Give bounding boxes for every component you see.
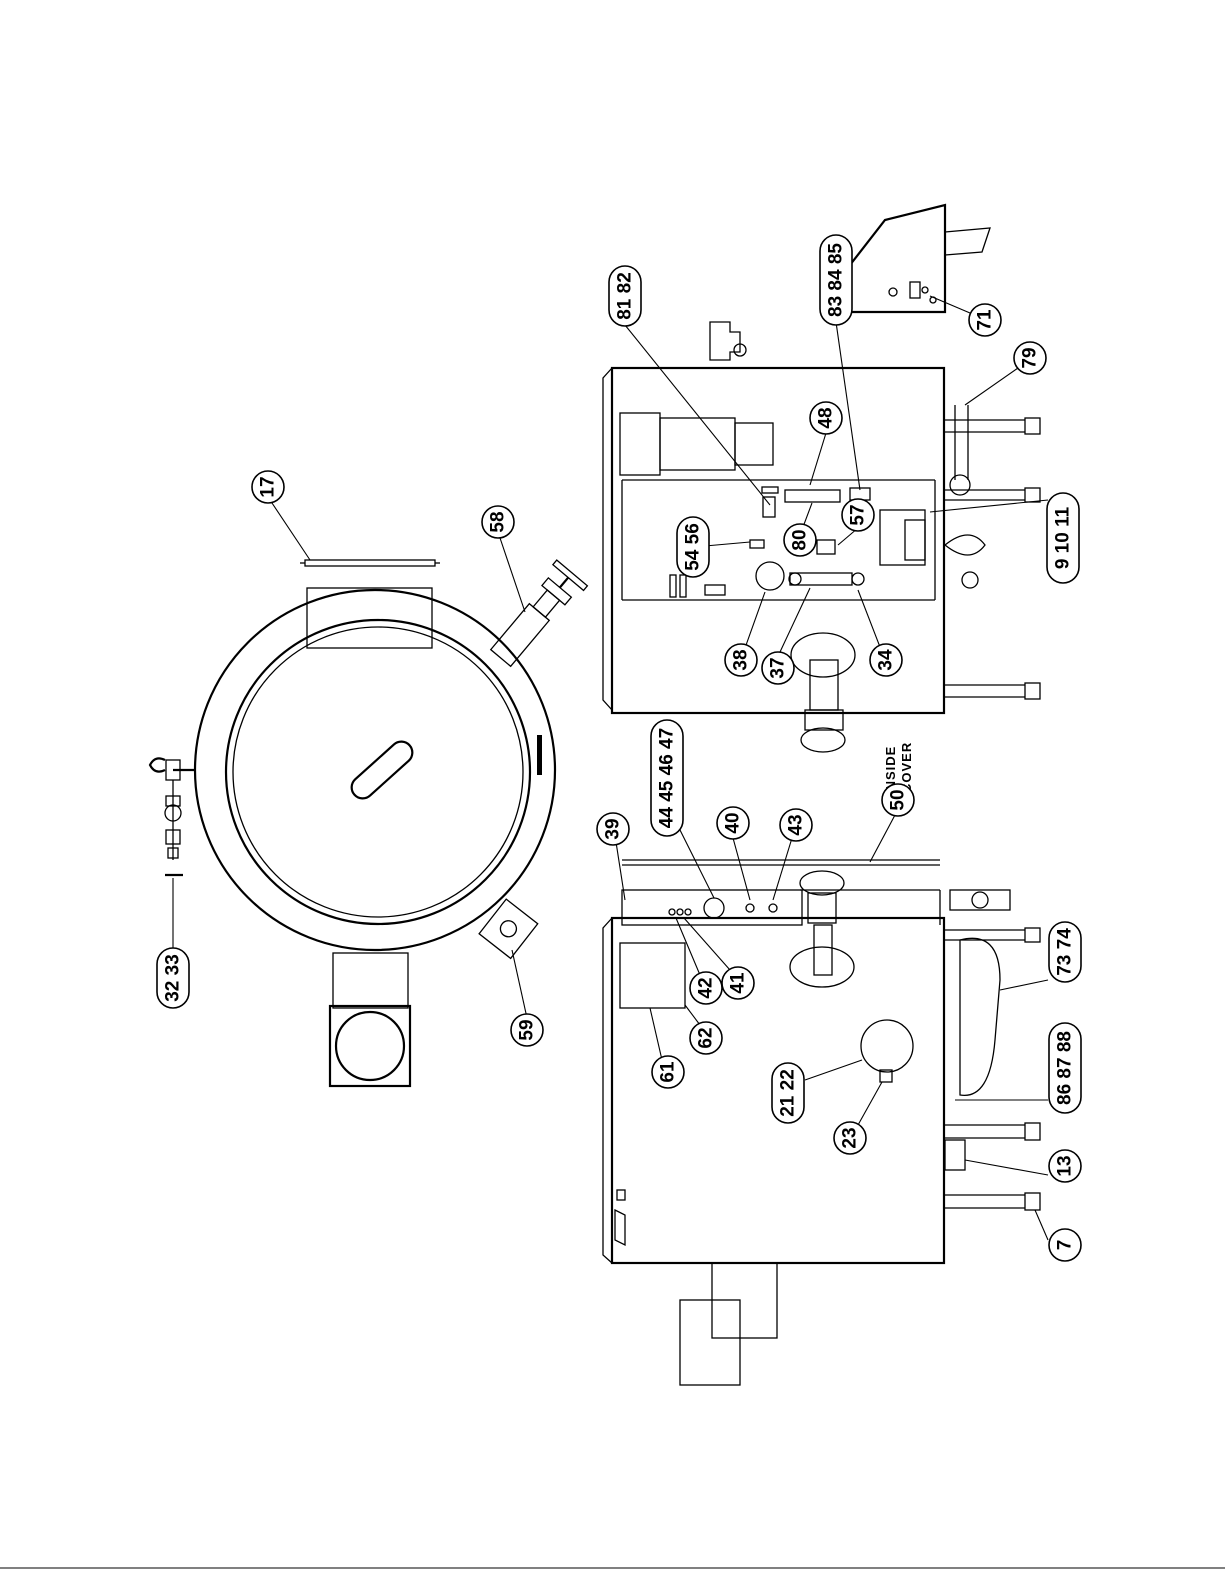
svg-text:73 74: 73 74: [1055, 928, 1076, 976]
callout-57: 57: [842, 499, 874, 531]
callout-37: 37: [762, 652, 794, 684]
svg-text:37: 37: [768, 657, 789, 678]
callout-34: 34: [870, 644, 902, 676]
svg-text:42: 42: [696, 977, 717, 998]
front-view-lower: [603, 860, 1040, 1385]
svg-text:62: 62: [696, 1027, 717, 1048]
callout-58: 58: [482, 506, 514, 538]
svg-text:50: 50: [888, 789, 909, 810]
svg-text:80: 80: [790, 529, 811, 550]
svg-text:32 33: 32 33: [163, 954, 184, 1002]
callout-54-56: 54 56: [677, 517, 709, 577]
svg-text:9 10 11: 9 10 11: [1053, 506, 1074, 569]
svg-text:83 84 85: 83 84 85: [826, 243, 847, 317]
callout-48: 48: [810, 402, 842, 434]
svg-text:44 45 46 47: 44 45 46 47: [657, 728, 678, 828]
callout-86-87-88: 86 87 88: [1049, 1023, 1081, 1113]
callout-44-45-46-47: 44 45 46 47: [651, 720, 683, 836]
callout-9-10-11: 9 10 11: [1047, 493, 1079, 583]
callout-bubbles: 17 58 32 33 59 81 82 83 84 85 71 79 48: [157, 235, 1081, 1261]
detail-panel: [850, 205, 990, 312]
svg-text:61: 61: [658, 1061, 679, 1083]
svg-text:58: 58: [488, 511, 509, 532]
callout-39: 39: [597, 813, 629, 845]
svg-text:34: 34: [876, 649, 897, 671]
svg-text:48: 48: [816, 407, 837, 428]
callout-50: 50: [882, 784, 914, 816]
svg-text:39: 39: [603, 818, 624, 839]
svg-text:40: 40: [723, 812, 744, 833]
callout-59: 59: [511, 1014, 543, 1046]
callout-23: 23: [834, 1122, 866, 1154]
svg-text:41: 41: [728, 972, 749, 994]
callout-79: 79: [1014, 342, 1046, 374]
svg-text:54 56: 54 56: [683, 523, 704, 571]
svg-text:17: 17: [258, 476, 279, 497]
svg-text:7: 7: [1055, 1240, 1076, 1251]
callout-80: 80: [784, 524, 816, 556]
callout-62: 62: [690, 1022, 722, 1054]
callout-17: 17: [252, 471, 284, 503]
callout-83-84-85: 83 84 85: [820, 235, 852, 325]
svg-text:81 82: 81 82: [615, 272, 636, 320]
callout-43: 43: [780, 809, 812, 841]
callout-38: 38: [725, 644, 757, 676]
svg-text:13: 13: [1055, 1155, 1076, 1176]
callout-21-22: 21 22: [772, 1063, 804, 1123]
svg-text:86 87 88: 86 87 88: [1055, 1031, 1076, 1105]
svg-text:21 22: 21 22: [778, 1069, 799, 1117]
svg-text:59: 59: [517, 1019, 538, 1040]
svg-text:57: 57: [848, 504, 869, 525]
svg-text:71: 71: [975, 309, 996, 331]
callout-41: 41: [722, 967, 754, 999]
front-view-upper: [603, 322, 1040, 752]
svg-text:43: 43: [786, 814, 807, 835]
top-view: [150, 560, 587, 1086]
svg-text:79: 79: [1020, 347, 1041, 368]
svg-text:38: 38: [731, 649, 752, 670]
callout-7: 7: [1049, 1229, 1081, 1261]
callout-42: 42: [690, 972, 722, 1004]
callout-61: 61: [652, 1056, 684, 1088]
callout-73-74: 73 74: [1049, 922, 1081, 982]
callout-13: 13: [1049, 1150, 1081, 1182]
callout-32-33: 32 33: [157, 948, 189, 1008]
callout-71: 71: [969, 304, 1001, 336]
leader-lines: [173, 296, 1048, 1240]
callout-40: 40: [717, 807, 749, 839]
svg-text:23: 23: [840, 1127, 861, 1148]
callout-81-82: 81 82: [609, 266, 641, 326]
